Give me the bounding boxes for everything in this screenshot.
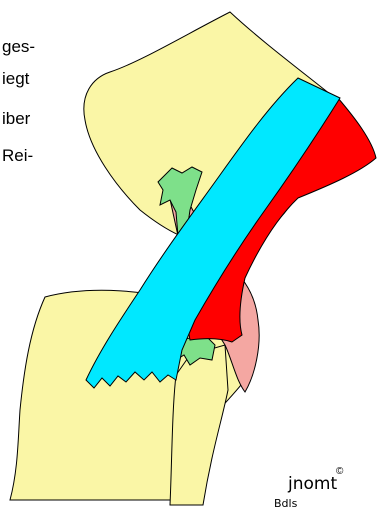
copyright-symbol: © <box>336 466 343 477</box>
text-fragment-4: Rei- <box>2 146 33 166</box>
logo-subtext: Bdls <box>274 497 297 510</box>
text-fragment-2: iegt <box>2 69 29 89</box>
text-fragment-3: iber <box>2 109 30 129</box>
text-fragment-1: ges- <box>2 37 35 57</box>
logo-text: jnomt <box>288 474 337 494</box>
